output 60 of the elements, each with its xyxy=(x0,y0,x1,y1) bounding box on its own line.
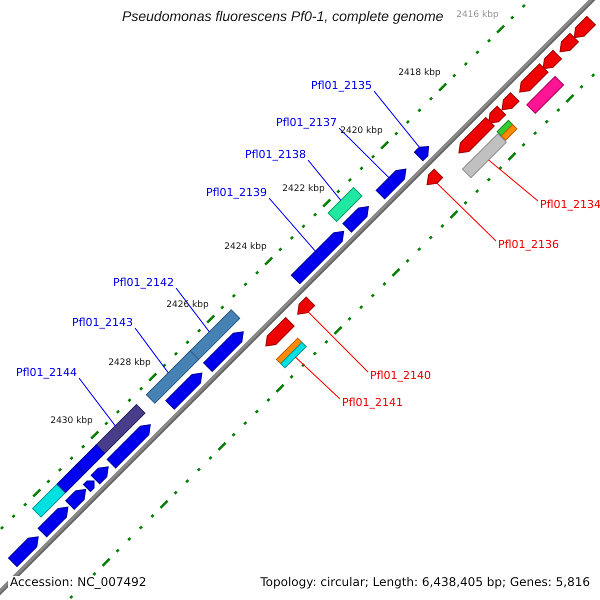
leader-line xyxy=(488,159,538,202)
footer-text: Accession: NC_007492 xyxy=(8,576,148,590)
gene-block xyxy=(488,106,506,124)
scale-label: 2428 kbp xyxy=(108,359,151,370)
gene-block xyxy=(280,342,307,369)
gene-block xyxy=(165,372,202,410)
gene-block xyxy=(342,206,369,233)
leader-line xyxy=(134,328,169,374)
gene-label: Pfl01_2143 xyxy=(72,317,134,330)
gene-block xyxy=(37,506,68,538)
gene-block xyxy=(426,168,444,186)
gene-block xyxy=(462,133,507,178)
gene-label: Pfl01_2140 xyxy=(370,370,432,382)
gene-block xyxy=(519,63,549,93)
gene-block xyxy=(56,464,86,494)
gene-label: Pfl01_2141 xyxy=(342,397,404,410)
scale-label: 2418 kbp xyxy=(398,69,441,80)
leader-line xyxy=(268,198,316,252)
leader-line xyxy=(308,160,342,201)
leader-line xyxy=(295,356,340,400)
gene-label: Pfl01_2136 xyxy=(498,239,560,252)
gene-block xyxy=(501,92,520,110)
map-title: Pseudomonas fluorescens Pf0-1, complete genome xyxy=(122,9,444,24)
scale-label: 2430 kbp xyxy=(50,417,93,428)
gene-block xyxy=(375,168,406,200)
gene-block xyxy=(542,50,562,70)
gene-label: Pfl01_2144 xyxy=(16,367,78,380)
gene-block xyxy=(32,484,66,518)
gene-block xyxy=(82,480,95,492)
gene-block xyxy=(65,488,86,510)
gene-block xyxy=(458,116,495,154)
gene-label: Pfl01_2137 xyxy=(276,117,338,130)
gene-block xyxy=(202,331,244,372)
gene-block xyxy=(526,76,564,114)
gene-label: Pfl01_2139 xyxy=(206,187,268,200)
leader-line xyxy=(436,182,496,242)
gene-block xyxy=(290,230,344,284)
gene-block xyxy=(327,186,363,222)
gene-label: Pfl01_2138 xyxy=(245,149,306,162)
gene-block xyxy=(559,32,580,52)
gene-block xyxy=(500,124,518,141)
leader-line xyxy=(308,311,368,372)
gene-block xyxy=(574,16,596,38)
leader-line xyxy=(78,378,116,426)
gene-block xyxy=(90,466,109,485)
leader-line xyxy=(374,90,420,148)
gene-label: Pfl01_2135 xyxy=(311,80,372,92)
scale-label: 2422 kbp xyxy=(282,185,325,196)
leader-line xyxy=(338,128,390,178)
scale-label: 2426 kbp xyxy=(166,301,209,312)
scale-label: 2424 kbp xyxy=(224,243,267,254)
gene-block xyxy=(93,404,146,456)
gene-block xyxy=(8,536,39,568)
gene-block xyxy=(265,316,295,347)
footer-text: Topology: circular; Length: 6,438,405 bp; Genes: 5,816 xyxy=(258,576,592,590)
leader-line xyxy=(176,288,210,332)
scale-label: 2416 kbp xyxy=(456,11,499,22)
gene-block xyxy=(414,146,430,162)
gene-block xyxy=(297,296,316,315)
gene-label: Pfl01_2142 xyxy=(113,277,174,290)
